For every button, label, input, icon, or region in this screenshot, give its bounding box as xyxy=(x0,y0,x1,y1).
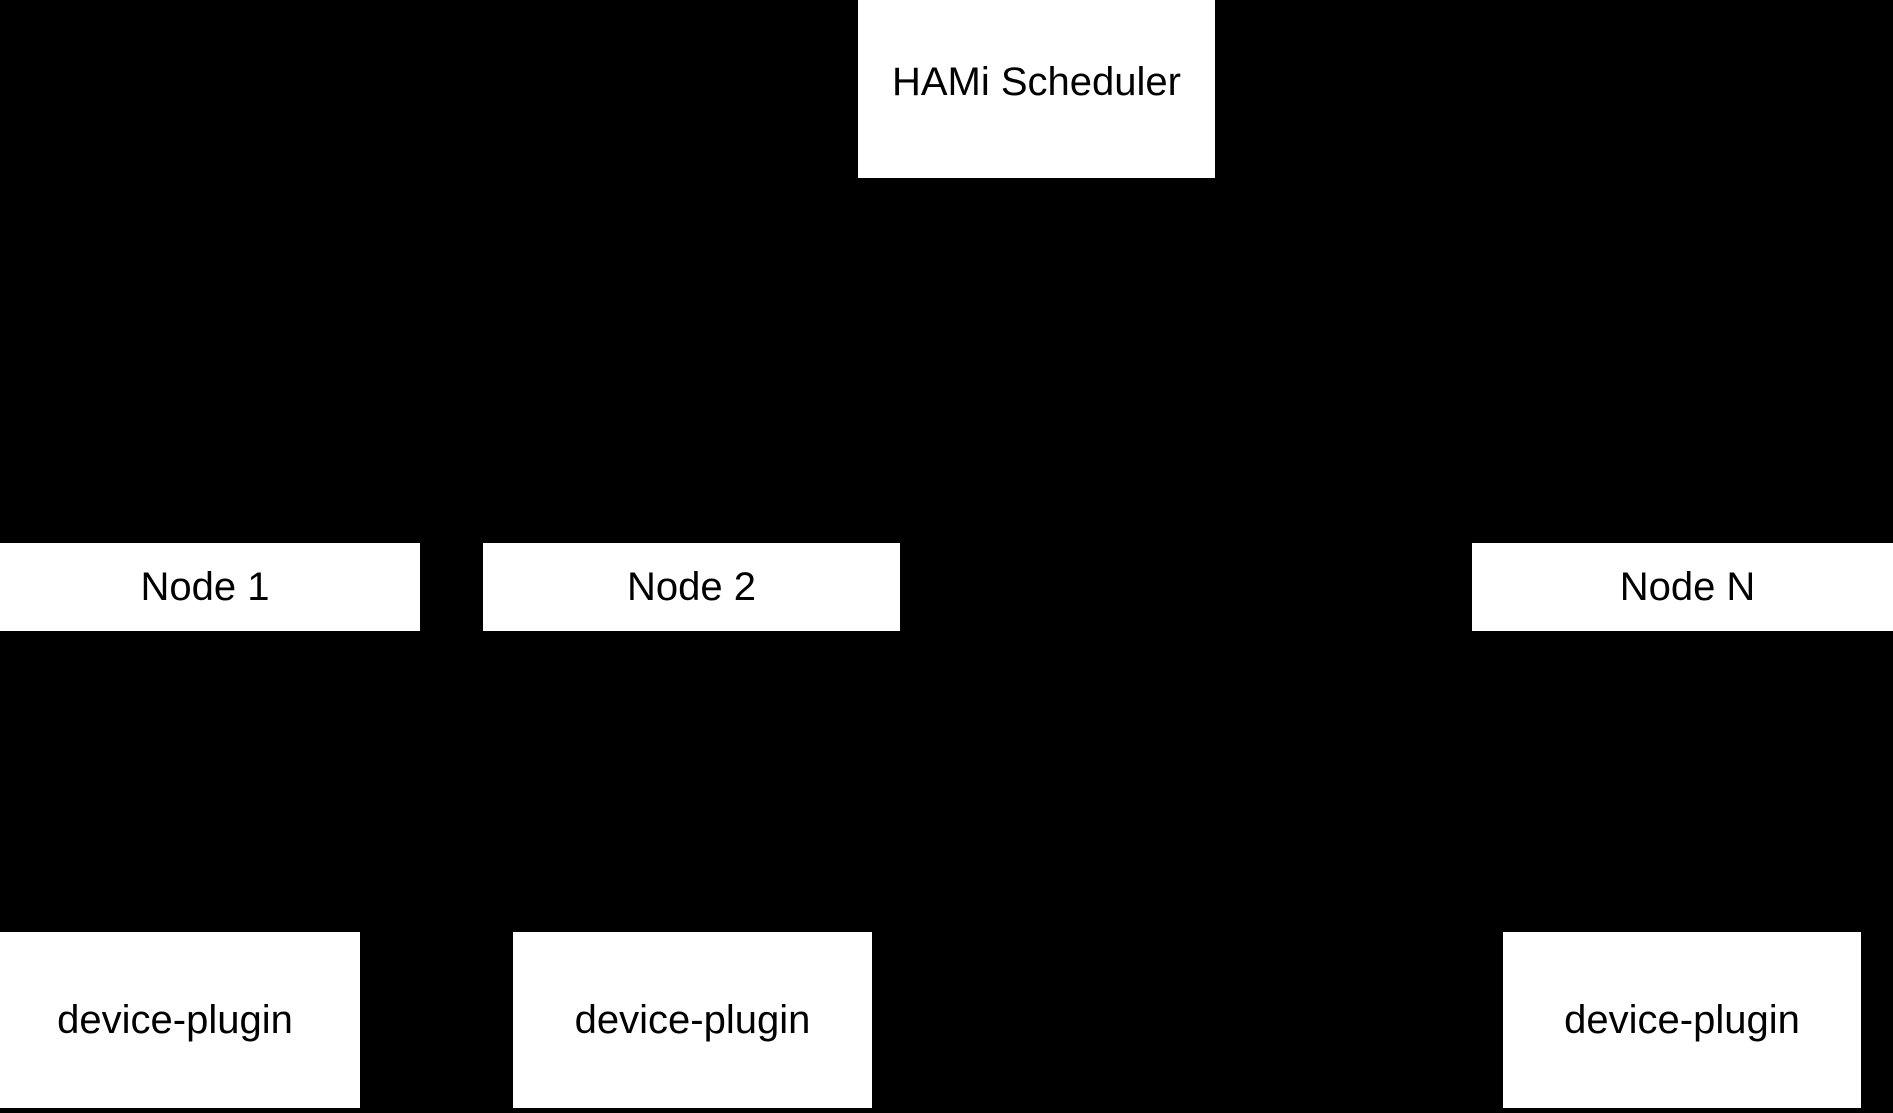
node-box-n[interactable]: Node N xyxy=(1472,543,1893,631)
node-label-1: Node 1 xyxy=(140,565,270,609)
node-label-n: Node N xyxy=(1619,565,1756,609)
device-plugin-label-1: device-plugin xyxy=(57,998,293,1042)
device-plugin-label-3: device-plugin xyxy=(1564,998,1800,1042)
node-label-2: Node 2 xyxy=(627,565,756,609)
device-plugin-box-3[interactable]: device-plugin xyxy=(1503,932,1861,1108)
node-box-1[interactable]: Node 1 xyxy=(0,543,420,631)
scheduler-box[interactable]: HAMi Scheduler xyxy=(858,0,1215,178)
node-box-2[interactable]: Node 2 xyxy=(483,543,900,631)
device-plugin-label-2: device-plugin xyxy=(574,998,811,1042)
device-plugin-box-1[interactable]: device-plugin xyxy=(0,932,360,1108)
device-plugin-box-2[interactable]: device-plugin xyxy=(513,932,872,1108)
scheduler-label: HAMi Scheduler xyxy=(891,60,1181,104)
